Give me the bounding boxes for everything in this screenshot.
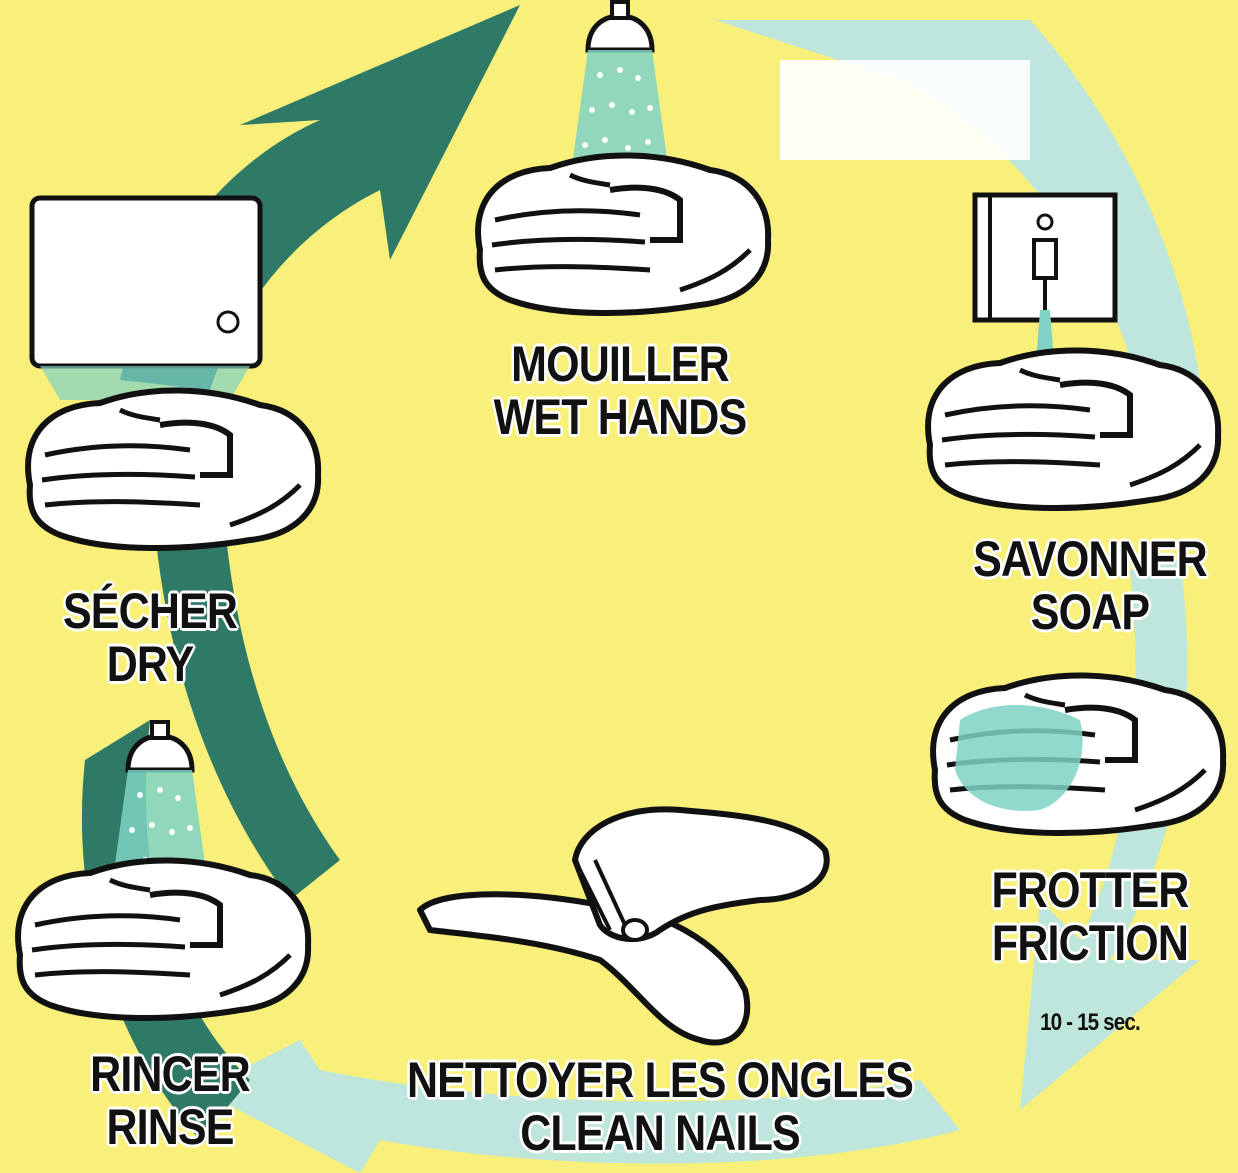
clean-nails-label: NETTOYER LES ONGLES CLEAN NAILS [402, 1054, 918, 1159]
rinse-label: RINCER RINSE [58, 1048, 282, 1153]
wet-label-fr: MOUILLER [465, 338, 775, 391]
soap-label-fr: SAVONNER [961, 533, 1219, 586]
lathered-hands-icon [933, 675, 1223, 833]
dry-label-fr: SÉCHER [38, 585, 262, 638]
friction-label-fr: FROTTER [961, 864, 1219, 917]
friction-label-en: FRICTION [961, 917, 1219, 970]
wet-label-en: WET HANDS [465, 391, 775, 444]
soap-label-en: SOAP [961, 586, 1219, 639]
wet-hands-label: MOUILLER WET HANDS [465, 338, 775, 443]
dry-label-en: DRY [38, 638, 262, 691]
nails-label-fr: NETTOYER LES ONGLES [402, 1054, 918, 1107]
soap-hands-icon [928, 350, 1218, 508]
rinse-label-fr: RINCER [58, 1048, 282, 1101]
friction-label: FROTTER FRICTION [961, 864, 1219, 969]
friction-duration-note: 10 - 15 sec. [995, 1010, 1184, 1035]
soap-label: SAVONNER SOAP [961, 533, 1219, 638]
rinse-label-en: RINSE [58, 1101, 282, 1154]
dry-label: SÉCHER DRY [38, 585, 262, 690]
nails-label-en: CLEAN NAILS [402, 1107, 918, 1160]
